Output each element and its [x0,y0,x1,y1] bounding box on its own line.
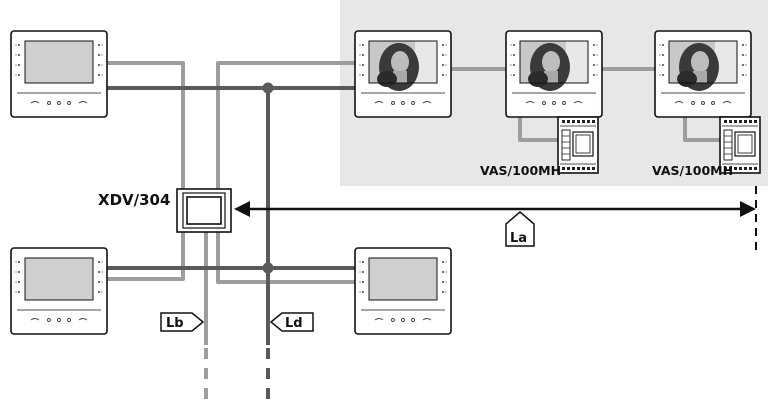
power-supply-1 [557,116,599,174]
monitor-bottom-center [354,247,452,335]
power-supply-2-label: VAS/100MH [652,163,733,178]
ld-tag: Ld [269,312,314,332]
dashed-continuations [204,348,270,404]
svg-text:La: La [510,231,527,246]
svg-text:Lb: Lb [166,316,184,331]
svg-text:Ld: Ld [285,316,303,331]
monitor-shaded-1 [354,30,452,118]
monitor-bottom-left [10,247,108,335]
power-supply-1-label: VAS/100MH [480,163,561,178]
junction-top [262,82,274,94]
la-tag: La [505,211,535,247]
dark-bus [107,86,355,345]
monitor-shaded-2 [505,30,603,118]
junction-bottom [262,262,274,274]
lb-tag: Lb [160,312,205,332]
monitor-top-left [10,30,108,118]
distributor-label: XDV/304 [98,191,170,209]
monitor-shaded-3 [654,30,752,118]
distributor-xdv304 [176,188,232,233]
la-arrow [234,201,756,217]
